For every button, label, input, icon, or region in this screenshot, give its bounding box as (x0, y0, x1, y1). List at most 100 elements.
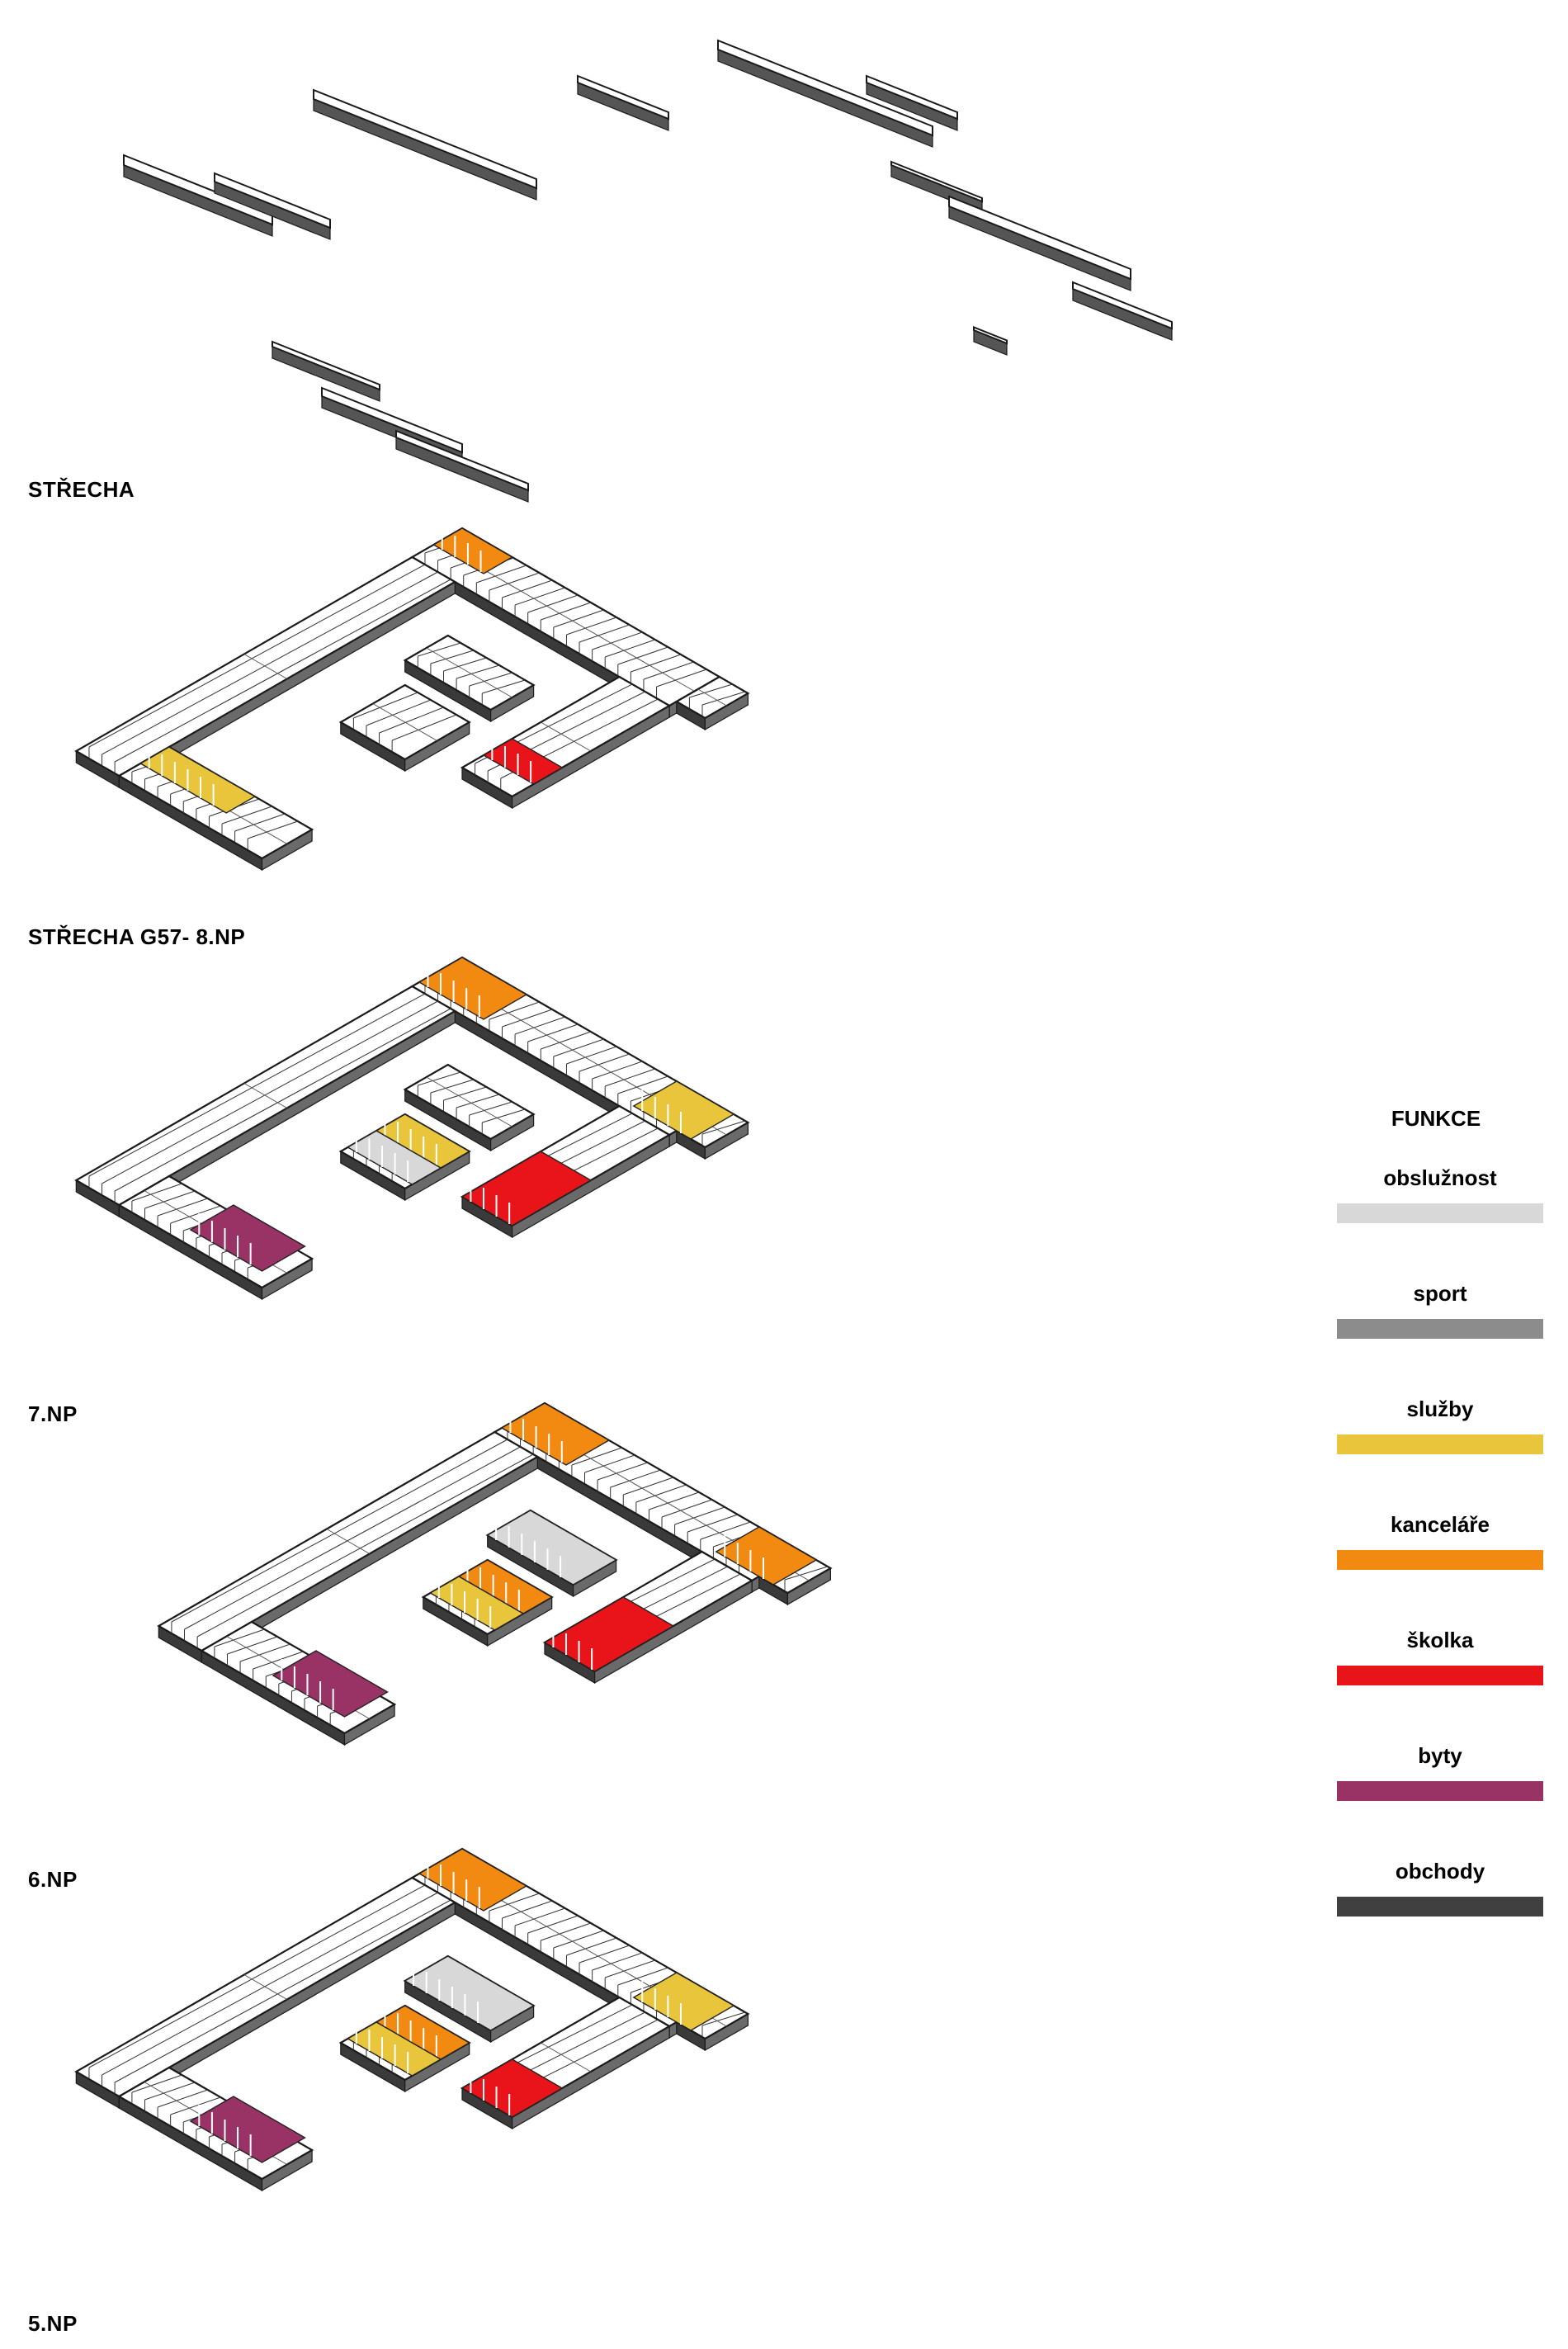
floor-8np-partition (221, 806, 272, 825)
legend-item-sluzby: služby (1337, 1397, 1543, 1454)
legend-item-obsluznost: obslužnost (1337, 1165, 1543, 1223)
floor-7np-partition (102, 1000, 438, 1184)
floor-5np-partition (489, 1893, 540, 1912)
floor-8np (74, 527, 750, 872)
legend-label: byty (1418, 1743, 1462, 1768)
floor-6np-partition (214, 1628, 265, 1647)
floor-8np-partition (372, 703, 437, 741)
floor-7np-partition (114, 1008, 451, 1192)
floor-8np-partition (102, 571, 438, 755)
roof-slab (321, 386, 463, 454)
floor-6np-zone-skolka (543, 1596, 675, 1672)
floor-7np-partition (243, 1083, 288, 1108)
legend-item-skolka: školka (1337, 1628, 1543, 1685)
floor-6np-zone-obsluznost (486, 1510, 618, 1586)
floor-7np-partition (617, 1075, 668, 1094)
floor-5np-partition (102, 1892, 438, 2076)
floor-8np-partition (426, 647, 512, 698)
floor-7np-partition (605, 1068, 655, 1087)
floor-7np-partition (430, 1079, 475, 1094)
floor-7np-partition (489, 1001, 540, 1020)
roof-slab (395, 429, 529, 492)
legend-title: FUNKCE (1391, 1106, 1481, 1131)
floor-8np-partition (527, 594, 579, 613)
floor-8np-partition (366, 699, 432, 726)
floor-8np-partition (502, 579, 553, 598)
floor-7np-partition (418, 1071, 461, 1086)
floor-8np-partition (579, 624, 630, 643)
floor-5np-partition (553, 1930, 604, 1949)
floor-8np-partition (592, 631, 643, 650)
floor-5np-zone-obsluznost (404, 1955, 536, 2031)
floor-6np-partition (184, 1446, 521, 1630)
floor-plates (74, 39, 1173, 2192)
floor-5np-partition (527, 1915, 579, 1934)
legend-swatch (1337, 1897, 1543, 1917)
floor-5np-partition (144, 2082, 196, 2101)
legend-swatch (1337, 1666, 1543, 1685)
floor-label-6np: 6.NP (28, 1867, 78, 1892)
floor-6np-partition (597, 1462, 648, 1481)
floor-5np-partition (514, 1907, 565, 1926)
floor-8np-partition (88, 564, 426, 748)
floor-7np-zone-skolka (460, 1151, 593, 1226)
roof-slab (717, 39, 933, 137)
legend-label: sport (1413, 1281, 1467, 1306)
floor-7np-partition (566, 1046, 617, 1065)
legend-swatch (1337, 1434, 1543, 1454)
floor-7np-partition (88, 993, 426, 1177)
floor-6np-partition (227, 1636, 278, 1655)
legend-swatch (1337, 1319, 1543, 1339)
floor-6np-partition (326, 1529, 371, 1554)
roof-slab (890, 160, 983, 203)
floor-5np (74, 1847, 750, 2192)
floor-label-roof-8np: STŘECHA G57- 8.NP (28, 924, 246, 949)
floor-8np-partition (514, 587, 565, 606)
floor-label-7np: 7.NP (28, 1401, 78, 1426)
floor-8np-partition (379, 707, 444, 734)
floor-7np-partition (157, 1198, 208, 1217)
legend-item-byty: byty (1337, 1743, 1543, 1801)
floor-7np-partition (514, 1016, 565, 1035)
roof-slab (1072, 281, 1173, 330)
floor-5np-partition (114, 1899, 451, 2083)
legend-swatch (1337, 1203, 1543, 1223)
floor-8np-partition (391, 714, 457, 741)
floor-8np-partition (443, 657, 487, 672)
floor-8np-partition (489, 572, 540, 591)
floor-5np-partition (131, 2074, 182, 2093)
floor-7np-partition (443, 1086, 487, 1101)
floor-6np-partition (635, 1484, 687, 1503)
legend-label: školka (1406, 1628, 1474, 1652)
floor-8np-partition (541, 602, 592, 621)
roof-slab (272, 340, 380, 391)
floor-8np-partition (482, 679, 526, 694)
floor-7np-partition (170, 1205, 221, 1224)
floor-8np-zone-sluzby (139, 746, 257, 814)
floor-6np-partition (649, 1491, 700, 1510)
floor-7np-partition (144, 1190, 196, 1209)
floor-7np-partition (553, 1038, 604, 1057)
floor-6np-partition (687, 1514, 738, 1533)
floor-8np-partition (605, 639, 655, 658)
floor-roof (123, 39, 1173, 503)
floor-5np-partition (88, 1884, 426, 2068)
floor-8np-partition (553, 609, 604, 628)
floor-5np-zone-sluzby (632, 1972, 735, 2031)
floor-7np-zone-byty (189, 1204, 306, 1272)
roof-slab (973, 325, 1008, 345)
floor-6np-partition (239, 1643, 290, 1662)
floor-8np-partition (243, 654, 288, 679)
floor-8np-partition (430, 650, 475, 664)
floor-8np-partition (631, 654, 682, 673)
floor-7np-zone-kancelare (418, 957, 528, 1020)
floor-5np-partition (605, 1959, 655, 1978)
floor-6np-partition (674, 1506, 725, 1525)
floor-8np-partition (643, 661, 694, 680)
floor-8np-partition (234, 813, 286, 832)
floor-8np-partition (476, 565, 527, 584)
roof-slab (214, 172, 331, 229)
floor-5np-partition (502, 1900, 553, 1919)
floor-7np-partition (701, 1120, 746, 1135)
